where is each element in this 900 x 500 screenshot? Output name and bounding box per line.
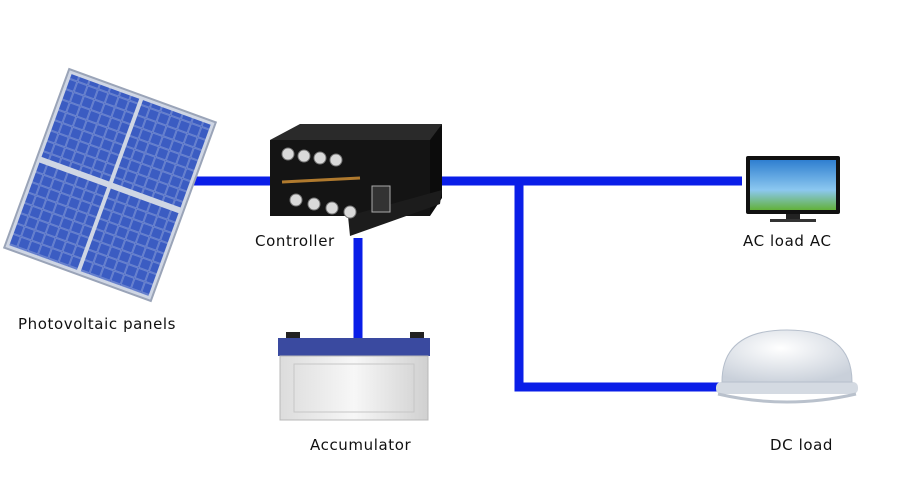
accumulator-label: Accumulator (310, 436, 412, 454)
ac-load-label: AC load AC (743, 232, 832, 250)
controller-box-icon (270, 124, 442, 236)
dc-load-label: DC load (770, 436, 834, 454)
ceiling-lamp-icon (716, 329, 858, 404)
battery-icon (278, 332, 430, 421)
photovoltaic-panels-label: Photovoltaic panels (18, 315, 177, 333)
solar-panel-icon (2, 67, 218, 303)
tv-icon (746, 156, 840, 222)
controller-label: Controller (255, 232, 335, 250)
wire-branch-dc-load (514, 181, 725, 392)
wires (176, 176, 742, 392)
